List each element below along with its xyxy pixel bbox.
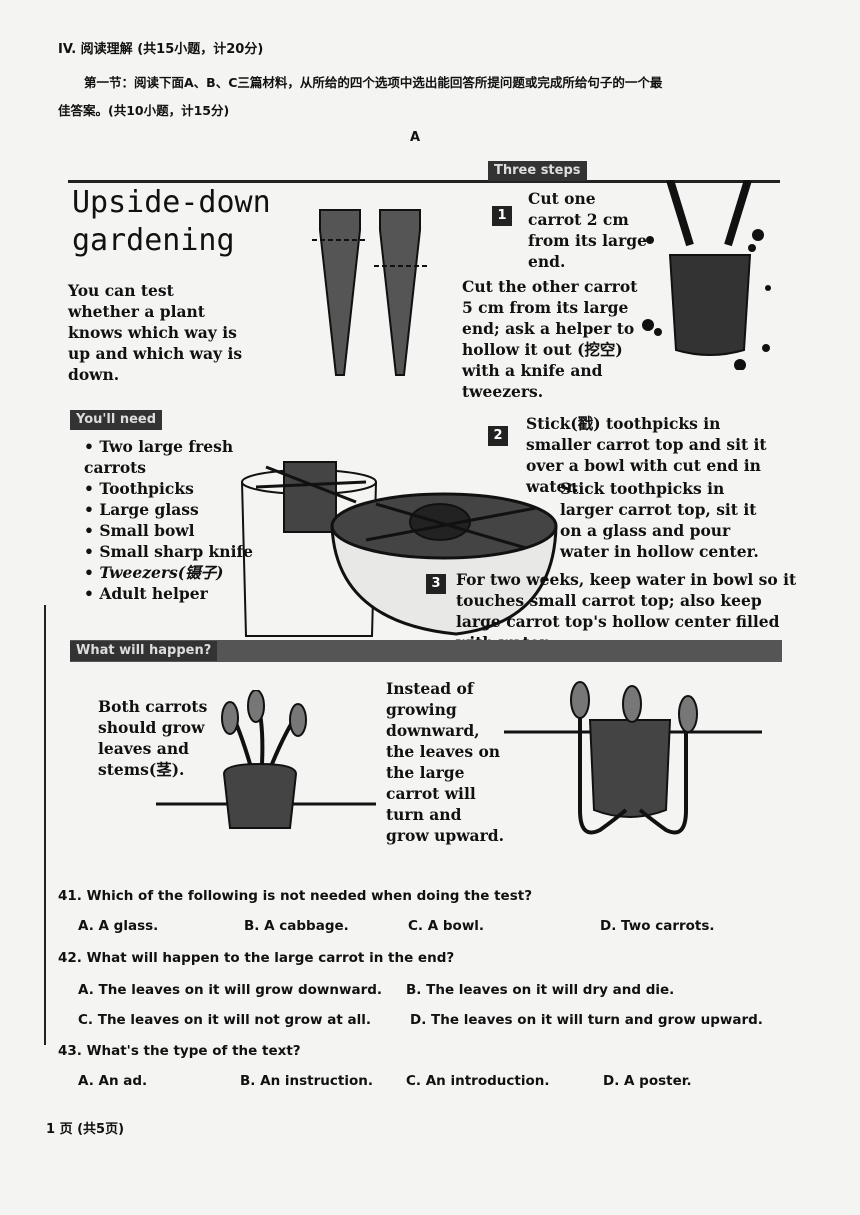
q43-option-b[interactable]: B. An instruction. [240,1073,373,1089]
question-41: 41. Which of the following is not needed… [58,888,533,904]
step-2-text-a: Stick(戳) toothpicks in smaller carrot to… [526,414,767,496]
step-3-text: For two weeks, keep water in bowl so it … [456,570,797,652]
q42-option-c[interactable]: C. The leaves on it will not grow at all… [78,1012,371,1028]
need-item: • Small sharp knife [84,542,253,561]
poster-intro: You can test whether a plant knows which… [68,281,243,384]
poster-top-rule [68,180,780,183]
step-1-number: 1 [492,206,512,226]
instruction-line-1: 第一节：阅读下面A、B、C三篇材料，从所给的四个选项中选出能回答所提问题或完成所… [84,75,663,90]
need-item: • Large glass [84,500,199,519]
carrots-illustration [312,209,428,376]
q41-option-b[interactable]: B. A cabbage. [244,918,349,934]
page-footer: 1 页 (共5页) [46,1122,125,1137]
poster-title-line-2: gardening [72,223,235,258]
glass-bowl-illustration [241,461,558,637]
q43-option-c[interactable]: C. An introduction. [406,1073,550,1089]
result-right-text: Instead of growing downward, the leaves … [386,679,504,845]
q42-option-a[interactable]: A. The leaves on it will grow downward. [78,982,383,998]
what-will-happen-banner: What will happen? [70,641,218,661]
three-steps-banner: Three steps [488,161,587,181]
q41-option-a[interactable]: A. A glass. [78,918,159,934]
youll-need-banner: You'll need [70,410,163,430]
step-1-text-b: Cut the other carrot 5 cm from its large… [462,277,638,401]
question-42: 42. What will happen to the large carrot… [58,950,455,966]
q41-option-d[interactable]: D. Two carrots. [600,918,715,934]
step-2-number: 2 [488,426,508,446]
need-item: • Small bowl [84,521,195,540]
need-item: • Toothpicks [84,479,194,498]
small-carrot-result-illustration [156,690,376,829]
step-3-number: 3 [426,574,446,594]
needs-list: • Two large fresh carrots • Toothpicks •… [84,436,254,604]
need-item: • Tweezers(镊子) [84,563,224,582]
passage-label: A [410,130,421,145]
question-43: 43. What's the type of the text? [58,1043,301,1059]
section-title: IV. 阅读理解 (共15小题，计20分) [58,42,264,57]
q43-option-d[interactable]: D. A poster. [603,1073,692,1089]
need-item: • Two large fresh carrots [84,437,234,477]
what-will-happen-bar [70,640,782,662]
poster-title-line-1: Upside-down [72,185,271,220]
step-2-text-b: Stick toothpicks in larger carrot top, s… [560,479,759,561]
q42-option-b[interactable]: B. The leaves on it will dry and die. [406,982,675,998]
instruction-line-2: 佳答案。(共10小题，计15分) [58,103,230,118]
q42-option-d[interactable]: D. The leaves on it will turn and grow u… [410,1012,763,1028]
margin-line [44,605,46,1045]
q41-option-c[interactable]: C. A bowl. [408,918,485,934]
q43-option-a[interactable]: A. An ad. [78,1073,148,1089]
large-carrot-result-illustration [504,681,762,835]
step-1-text-a: Cut one carrot 2 cm from its large end. [528,189,647,271]
hollowing-illustration [642,180,771,370]
result-left-text: Both carrots should grow leaves and stem… [98,697,208,779]
need-item: • Adult helper [84,584,208,603]
